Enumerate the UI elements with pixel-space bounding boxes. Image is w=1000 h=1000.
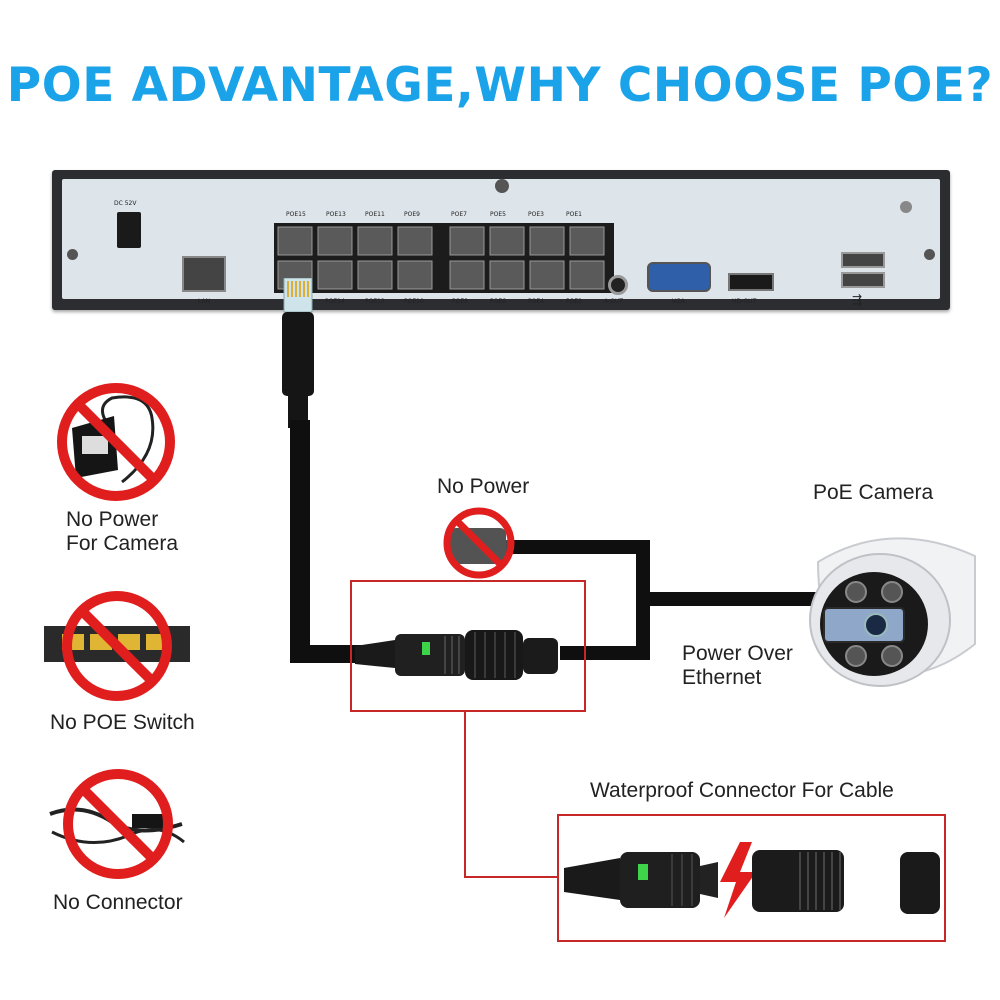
waterproof-callout-box (557, 814, 946, 942)
power-over-ethernet-label-line2: Ethernet (682, 666, 762, 689)
poe-camera-label: PoE Camera (813, 481, 934, 504)
vga-label: VGA (672, 298, 685, 305)
hdmi-port[interactable] (728, 273, 774, 291)
port-label: POE13 (326, 211, 346, 218)
no-power-for-camera-line1: No Power (66, 508, 159, 531)
port-label: POE5 (490, 211, 506, 218)
power-lead-cable (500, 540, 650, 554)
connector-callout-box (350, 580, 586, 712)
dc-label: DC 52V (114, 200, 137, 207)
port-label: POE9 (404, 211, 420, 218)
port-label: POE1 (566, 211, 582, 218)
port-label: POE3 (528, 211, 544, 218)
poe-switch-icon (44, 591, 190, 701)
connector-detail-icon (564, 842, 940, 918)
poe-port-block (274, 223, 614, 293)
port-label: POE8 (452, 298, 468, 305)
power-over-ethernet-label-line1: Power Over (682, 642, 793, 665)
screw-icon (67, 249, 78, 260)
screw-icon (924, 249, 935, 260)
port-label: POE10 (404, 298, 424, 305)
no-poe-switch-label: No POE Switch (50, 711, 195, 734)
aout-label: A-OUT (604, 298, 624, 305)
port-label: POE7 (451, 211, 467, 218)
power-adapter-icon (57, 383, 175, 501)
usb-port[interactable] (841, 252, 885, 268)
waterproof-label: Waterproof Connector For Cable (590, 779, 894, 802)
no-power-for-camera-line2: For Camera (66, 532, 179, 555)
nvr-panel-face: DC 52V LAN POE15 POE13 POE11 POE9 POE7 P… (62, 179, 940, 307)
forbidden-sign-icon (443, 507, 515, 579)
camera-cable (636, 592, 816, 606)
port-label: POE4 (528, 298, 544, 305)
callout-line (464, 710, 466, 878)
usb-port[interactable] (841, 272, 885, 288)
port-label: POE12 (365, 298, 385, 305)
port-label: POE2 (566, 298, 582, 305)
ethernet-cable (560, 646, 650, 660)
screw-icon (495, 179, 509, 193)
poe-camera-icon (809, 537, 976, 687)
rj45-plug-icon (282, 278, 314, 428)
port-label: POE11 (365, 211, 385, 218)
ethernet-cable (290, 420, 310, 660)
lan-label: LAN (198, 298, 211, 305)
ground-screw-icon (900, 201, 912, 213)
page-title: POE ADVANTAGE,WHY CHOOSE POE? (6, 58, 994, 113)
callout-line (464, 876, 558, 878)
port-label: POE14 (325, 298, 345, 305)
nvr-rear-panel: DC 52V LAN POE15 POE13 POE11 POE9 POE7 P… (52, 170, 950, 310)
no-power-label: No Power (437, 475, 530, 498)
usb-icon: ⇶ (852, 293, 863, 307)
audio-out-jack[interactable] (608, 275, 628, 295)
hdout-label: HD-OUT (732, 298, 757, 305)
vga-port[interactable] (647, 262, 711, 292)
port-label: POE6 (490, 298, 506, 305)
port-label: POE15 (286, 211, 306, 218)
no-connector-label: No Connector (53, 891, 183, 914)
waterproof-connector-icon (355, 630, 558, 680)
lan-port[interactable] (182, 256, 226, 292)
connector-cable-icon (49, 769, 185, 879)
dc-jack[interactable] (117, 212, 141, 248)
